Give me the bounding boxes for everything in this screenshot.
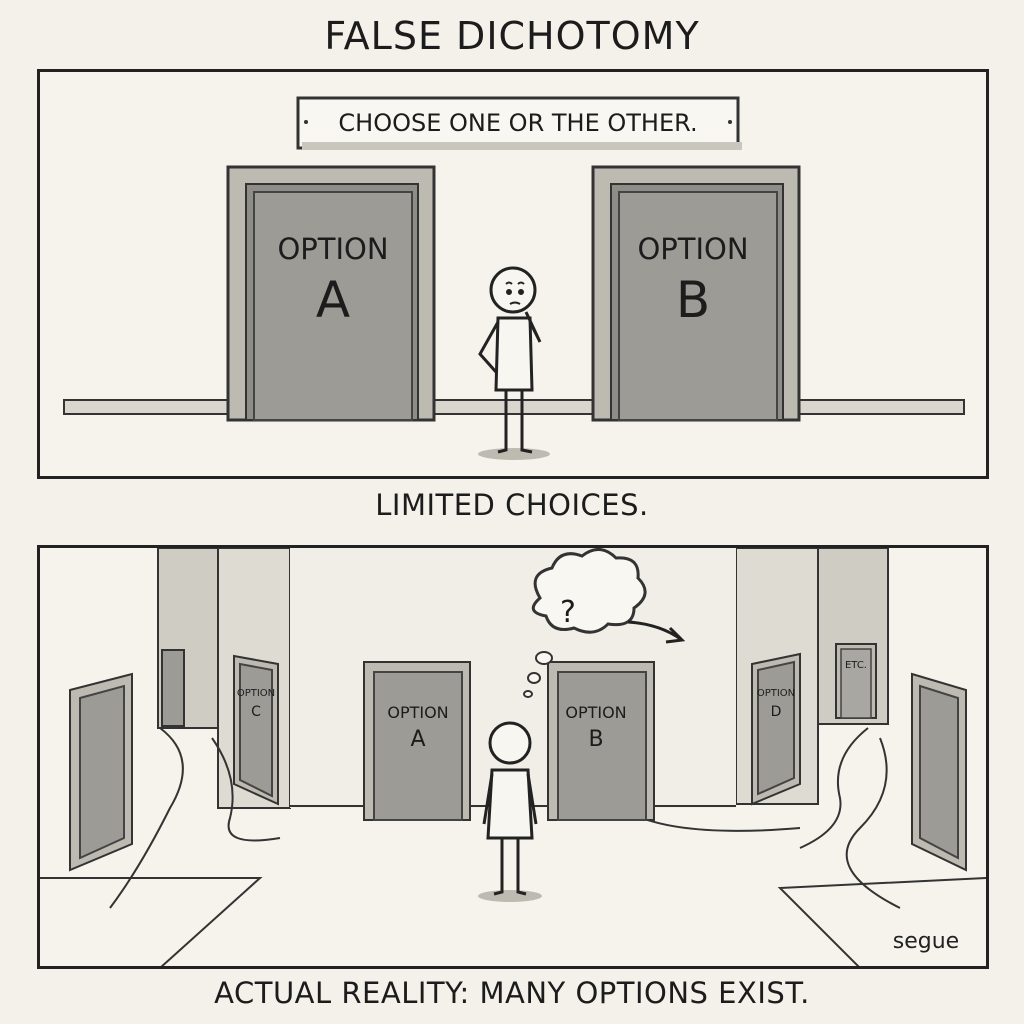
comic-title: FALSE DICHOTOMY	[324, 14, 700, 58]
door-b2-word: OPTION	[565, 703, 626, 722]
door-etc-label: ETC.	[845, 660, 867, 671]
door-far-left[interactable]	[161, 649, 185, 727]
door-option-b-back[interactable]: OPTION B	[547, 661, 655, 821]
door-a2-word: OPTION	[387, 703, 448, 722]
door-d-word: OPTION	[757, 688, 795, 699]
panel-1-illustration: CHOOSE ONE OR THE OTHER. OPTION A OPTION…	[63, 96, 965, 460]
door-option-d[interactable]: OPTION D	[751, 652, 801, 806]
door-option-c[interactable]: OPTION C	[233, 654, 279, 806]
door-c-letter: C	[251, 704, 261, 720]
stick-figure-wondering	[478, 721, 542, 902]
door-b2-letter: B	[588, 727, 603, 752]
door-unlabeled-right[interactable]	[911, 672, 967, 872]
floor-baseboard	[63, 399, 965, 415]
panel-actual-reality: OPTION C OPTION A OPTION B OPTION D	[37, 545, 989, 969]
arrow-icon	[627, 620, 686, 644]
door-a2-letter: A	[410, 727, 425, 752]
door-b-word: OPTION	[637, 232, 748, 266]
caption-actual-reality: ACTUAL REALITY: MANY OPTIONS EXIST.	[214, 976, 810, 1010]
door-option-b[interactable]: OPTION B	[591, 165, 801, 422]
door-d-letter: D	[771, 704, 782, 720]
door-c-word: OPTION	[237, 688, 275, 699]
door-option-a[interactable]: OPTION A	[226, 165, 436, 422]
stick-figure-thinking	[478, 266, 550, 460]
choose-sign: CHOOSE ONE OR THE OTHER.	[296, 96, 742, 150]
thought-question-mark: ?	[560, 595, 576, 630]
door-b-letter: B	[676, 271, 710, 329]
door-option-a-back[interactable]: OPTION A	[363, 661, 471, 821]
sign-text: CHOOSE ONE OR THE OTHER.	[338, 109, 697, 137]
door-a-letter: A	[316, 271, 350, 329]
panel-2-illustration: OPTION C OPTION A OPTION B OPTION D	[40, 548, 986, 966]
artist-signature: segue	[893, 929, 959, 954]
panel-limited-choices: CHOOSE ONE OR THE OTHER. OPTION A OPTION…	[37, 69, 989, 479]
caption-limited-choices: LIMITED CHOICES.	[375, 488, 649, 522]
door-etc[interactable]: ETC.	[835, 643, 877, 719]
door-unlabeled-left[interactable]	[69, 672, 133, 872]
door-a-word: OPTION	[277, 232, 388, 266]
thought-bubble: ?	[523, 548, 647, 698]
